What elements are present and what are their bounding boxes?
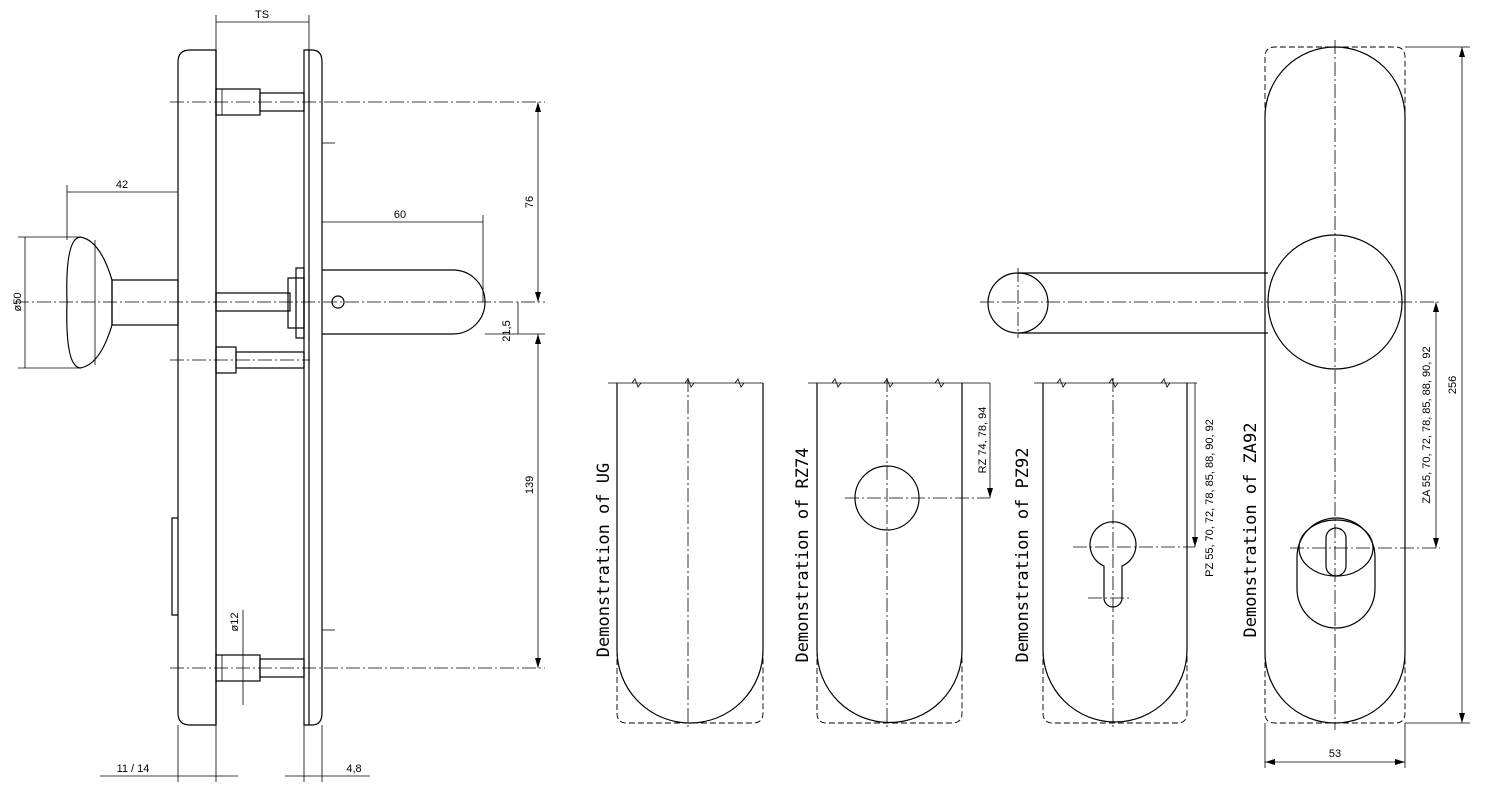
outer-plate xyxy=(303,49,323,726)
dim-width: 53 xyxy=(1329,748,1341,760)
view-label-rz74: Demonstration of RZ74 xyxy=(793,448,813,663)
dim-upper-distance: 76 xyxy=(524,196,536,208)
dim-offset: 21,5 xyxy=(501,320,513,341)
view-ug: Demonstration of UG xyxy=(594,378,764,730)
dim-ts: TS xyxy=(255,9,269,21)
dim-rz: RZ 74, 78, 94 xyxy=(977,407,989,474)
view-za92: ZA 55, 70, 72, 78, 85, 88, 90, 92 256 53… xyxy=(980,40,1470,768)
view-rz74: Demonstration of RZ74 RZ 74, 78, 94 xyxy=(793,378,993,730)
knob xyxy=(66,236,113,369)
profile-cylinder-hole xyxy=(1089,521,1137,608)
dim-pz: PZ 55, 70, 72, 78, 85, 88, 90, 92 xyxy=(1204,419,1216,577)
view-label-za92: Demonstration of ZA92 xyxy=(1241,423,1261,638)
dim-lever-length: 60 xyxy=(394,209,406,221)
view-pz92: Demonstration of PZ92 PZ 55, 70, 72, 78,… xyxy=(1013,378,1216,730)
knob-shaft xyxy=(111,279,179,326)
dim-knob-distance: 42 xyxy=(116,179,128,191)
dim-lower-distance: 139 xyxy=(524,476,536,494)
dim-knob-diameter: ø50 xyxy=(12,293,24,312)
lever-front xyxy=(1018,272,1268,334)
side-view: TS 42 ø50 60 76 21,5 139 ø12 11 / 14 4,8 xyxy=(12,9,545,782)
dim-rosette-thickness: 4,8 xyxy=(346,763,361,775)
dim-za: ZA 55, 70, 72, 78, 85, 88, 90, 92 xyxy=(1421,346,1433,503)
cylinder-escutcheon xyxy=(1296,517,1376,629)
inner-plate xyxy=(177,49,217,726)
dim-plate-thickness: 11 / 14 xyxy=(117,763,150,775)
view-label-ug: Demonstration of UG xyxy=(594,463,614,657)
knob-recess xyxy=(171,517,178,616)
dim-screw-diameter: ø12 xyxy=(229,613,241,632)
dim-height: 256 xyxy=(1447,376,1459,394)
view-label-pz92: Demonstration of PZ92 xyxy=(1013,448,1033,663)
